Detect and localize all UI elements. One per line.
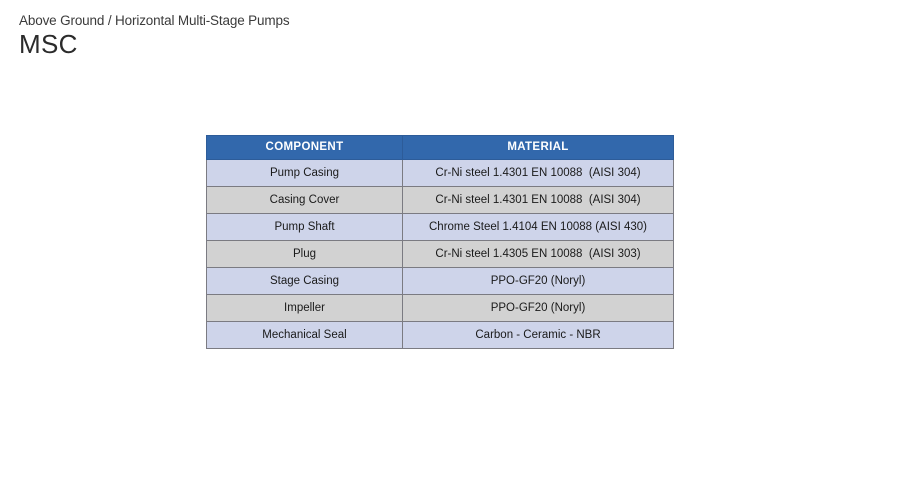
cell-component: Casing Cover (206, 186, 403, 214)
cell-material: Chrome Steel 1.4104 EN 10088 (AISI 430) (402, 213, 674, 241)
cell-material: PPO-GF20 (Noryl) (402, 267, 674, 295)
cell-material: Carbon - Ceramic - NBR (402, 321, 674, 349)
cell-component: Mechanical Seal (206, 321, 403, 349)
page-title: MSC (19, 29, 78, 59)
table-header: COMPONENT MATERIAL (206, 135, 674, 160)
cell-component: Plug (206, 240, 403, 268)
cell-material: Cr-Ni steel 1.4301 EN 10088 (AISI 304) (402, 186, 674, 214)
column-header-component: COMPONENT (206, 135, 403, 160)
cell-material: PPO-GF20 (Noryl) (402, 294, 674, 322)
column-header-material: MATERIAL (402, 135, 674, 160)
table-header-row: COMPONENT MATERIAL (206, 135, 674, 160)
cell-material: Cr-Ni steel 1.4301 EN 10088 (AISI 304) (402, 159, 674, 187)
cell-component: Stage Casing (206, 267, 403, 295)
document-subtitle: Above Ground / Horizontal Multi-Stage Pu… (19, 13, 290, 28)
cell-component: Impeller (206, 294, 403, 322)
document-header: Above Ground / Horizontal Multi-Stage Pu… (19, 12, 290, 59)
cell-material: Cr-Ni steel 1.4305 EN 10088 (AISI 303) (402, 240, 674, 268)
cell-component: Pump Casing (206, 159, 403, 187)
cell-component: Pump Shaft (206, 213, 403, 241)
